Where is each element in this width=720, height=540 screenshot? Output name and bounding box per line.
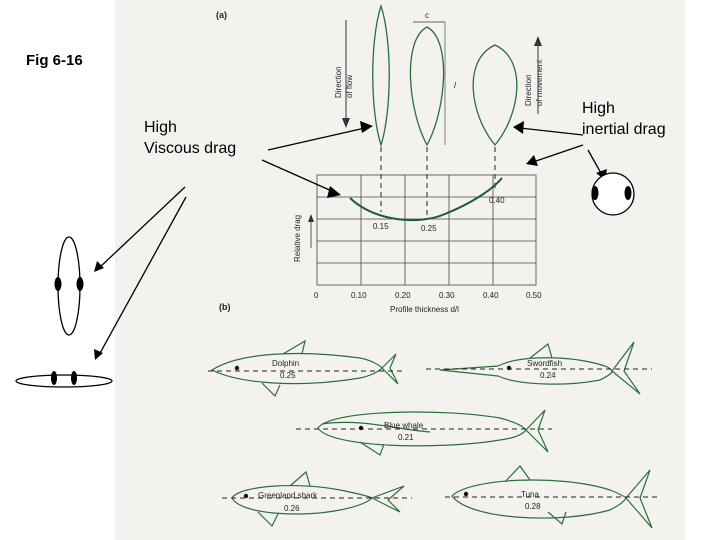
x-tick-3: 0.30 bbox=[439, 291, 455, 300]
annotation-arrows bbox=[98, 127, 603, 356]
x-tick-4: 0.40 bbox=[483, 291, 499, 300]
x-tick-0: 0 bbox=[314, 291, 319, 300]
plot-xlabel: Profile thickness d/l bbox=[390, 305, 459, 314]
direction-of-movement-line1: Direction bbox=[524, 74, 533, 106]
ylabel-arrow-head bbox=[308, 214, 314, 222]
profile-thin bbox=[372, 3, 390, 148]
dolphin-eye bbox=[234, 365, 240, 371]
blue-whale-name: Blue whale bbox=[384, 421, 424, 430]
panel-a-label: (a) bbox=[216, 10, 227, 20]
point-label-040: 0.40 bbox=[489, 196, 505, 205]
blue-whale-outline bbox=[317, 409, 549, 456]
point-label-025: 0.25 bbox=[421, 224, 437, 233]
viscous-line2: Viscous drag bbox=[144, 140, 237, 157]
swordfish-ratio: 0.24 bbox=[540, 371, 556, 380]
direction-of-flow-line1: Direction bbox=[334, 66, 343, 98]
plot-ylabel: Relative drag bbox=[293, 215, 302, 262]
dolphin-outline bbox=[210, 339, 399, 398]
profile-medium bbox=[409, 26, 445, 147]
plot-grid bbox=[316, 174, 537, 286]
flat-ellipse-mark-left bbox=[51, 371, 57, 385]
viscous-drag-annotation: High Viscous drag bbox=[144, 117, 236, 159]
dolphin-ratio: 0.25 bbox=[280, 371, 296, 380]
circle-mark-right bbox=[624, 186, 632, 200]
scanned-figure-background bbox=[115, 0, 685, 540]
c-label: c bbox=[425, 11, 429, 20]
tuna-name: Tuna bbox=[521, 490, 539, 499]
inertial-drag-annotation: High inertial drag bbox=[582, 98, 666, 140]
upright-ellipse-mark-right bbox=[76, 277, 84, 291]
figure-label: Fig 6-16 bbox=[26, 52, 83, 69]
x-tick-1: 0.10 bbox=[351, 291, 367, 300]
point-label-015: 0.15 bbox=[373, 222, 389, 231]
greenland-shark-ratio: 0.26 bbox=[284, 504, 300, 513]
drag-curve bbox=[349, 177, 503, 222]
annotation-arrowheads bbox=[94, 121, 607, 360]
circle-mark-left bbox=[591, 186, 599, 200]
inertial-line2: inertial drag bbox=[582, 121, 666, 138]
direction-of-flow-line2: of flow bbox=[345, 75, 354, 98]
tuna-outline bbox=[451, 465, 653, 529]
swordfish-eye bbox=[506, 365, 512, 371]
greenland-shark-name: Greenland shark bbox=[258, 491, 318, 500]
tuna-eye bbox=[463, 491, 469, 497]
l-label: l bbox=[454, 81, 456, 90]
panel-b-label: (b) bbox=[219, 302, 231, 312]
upright-ellipse-mark-left bbox=[54, 277, 62, 291]
greenland-shark-outline bbox=[231, 470, 405, 528]
movement-arrow-head bbox=[534, 36, 542, 46]
x-tick-5: 0.50 bbox=[526, 291, 542, 300]
blue-whale-eye bbox=[358, 425, 364, 431]
flow-arrow-head bbox=[342, 118, 350, 128]
greenland-shark-eye bbox=[243, 493, 249, 499]
blue-whale-ratio: 0.21 bbox=[398, 433, 414, 442]
swordfish-outline bbox=[439, 341, 641, 395]
flat-ellipse-mark-right bbox=[71, 371, 77, 385]
direction-of-movement-line2: of movement bbox=[535, 59, 544, 106]
profile-thick bbox=[472, 44, 518, 147]
tuna-ratio: 0.28 bbox=[525, 502, 541, 511]
swordfish-name: Swordfish bbox=[527, 359, 562, 368]
flat-ellipse bbox=[15, 374, 113, 388]
dolphin-name: Dolphin bbox=[272, 359, 299, 368]
x-tick-2: 0.20 bbox=[395, 291, 411, 300]
viscous-line1: High bbox=[144, 119, 177, 136]
inertial-line1: High bbox=[582, 100, 615, 117]
